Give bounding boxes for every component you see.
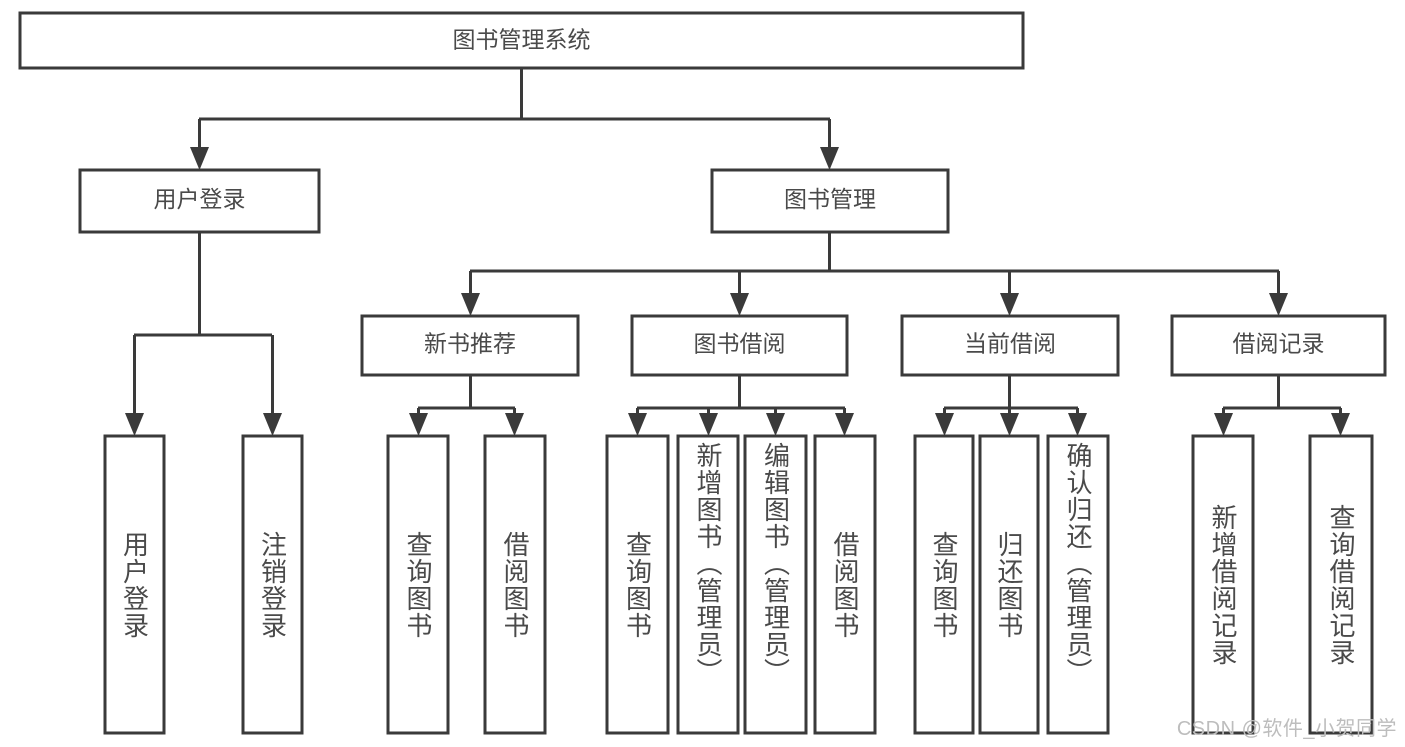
node-current-borrow-box[interactable] [900, 314, 1120, 377]
node-user-login[interactable]: 用户登录 [78, 168, 321, 234]
arrowhead-leaf-edit-book [766, 413, 785, 436]
edge-group-root-to-level2 [190, 68, 839, 170]
leaf-box-add-book[interactable] [676, 434, 740, 735]
arrowhead-leaf-return-book [1000, 413, 1019, 436]
leaf-box-query-book-3[interactable] [913, 434, 975, 735]
leaf-box-query-record[interactable] [1308, 434, 1374, 735]
leaf-box-return-book[interactable] [978, 434, 1040, 735]
arrowhead-root-to-book-mgmt [820, 147, 839, 170]
node-new-book-recommend-box[interactable] [360, 314, 580, 377]
edge-group-book-mgmt-to-level3 [461, 232, 1288, 316]
arrowhead-leaf-query-book-2 [628, 413, 647, 436]
arrowhead-current-borrow [1000, 293, 1019, 316]
node-book-management-box[interactable] [710, 168, 950, 234]
edge-group-user-login-to-leaves [125, 232, 282, 436]
arrowhead-borrow-record [1269, 293, 1288, 316]
leaf-box-add-record[interactable] [1191, 434, 1255, 735]
node-book-management-label: 图书管理 [784, 186, 876, 212]
arrowhead-leaf-add-book [699, 413, 718, 436]
node-book-management[interactable]: 图书管理 [710, 168, 950, 234]
node-root[interactable]: 图书管理系统 [18, 11, 1025, 70]
leaf-box-edit-book[interactable] [743, 434, 808, 735]
node-root-label: 图书管理系统 [453, 27, 591, 53]
node-user-login-box[interactable] [78, 168, 321, 234]
arrowhead-leaf-borrow-book-2 [835, 413, 854, 436]
leaf-box-borrow-book-2[interactable] [813, 434, 877, 735]
edge-group-borrow-record-to-leaves [1214, 375, 1350, 436]
node-borrow-record-box[interactable] [1170, 314, 1387, 377]
node-user-login-label: 用户登录 [154, 186, 246, 212]
arrowhead-book-borrow [730, 293, 749, 316]
edge-group-new-book-rec-to-leaves [409, 375, 524, 436]
arrowhead-leaf-query-book-1 [409, 413, 428, 436]
arrowhead-leaf-user-login [125, 413, 144, 436]
leaf-box-query-book-1[interactable] [386, 434, 450, 735]
leaf-box-user-login[interactable] [103, 434, 166, 735]
node-current-borrow-label: 当前借阅 [964, 331, 1056, 357]
arrowhead-leaf-borrow-book-1 [505, 413, 524, 436]
arrowhead-leaf-query-record [1331, 413, 1350, 436]
node-root-box[interactable] [18, 11, 1025, 70]
node-book-borrow[interactable]: 图书借阅 [630, 314, 849, 377]
edge-group-book-borrow-to-leaves [628, 375, 854, 436]
node-new-book-recommend[interactable]: 新书推荐 [360, 314, 580, 377]
arrowhead-leaf-confirm-return [1068, 413, 1087, 436]
node-new-book-recommend-label: 新书推荐 [424, 331, 516, 357]
node-current-borrow[interactable]: 当前借阅 [900, 314, 1120, 377]
arrowhead-new-book-rec [461, 293, 480, 316]
leaf-box-query-book-2[interactable] [605, 434, 670, 735]
node-book-borrow-label: 图书借阅 [694, 331, 786, 357]
csdn-watermark: CSDN @软件_小贺同学 [1176, 718, 1397, 740]
node-borrow-record-label: 借阅记录 [1233, 331, 1325, 357]
edge-group-current-borrow-to-leaves [935, 375, 1087, 436]
leaf-box-borrow-book-1[interactable] [483, 434, 547, 735]
leaf-box-group [103, 434, 1374, 735]
node-borrow-record[interactable]: 借阅记录 [1170, 314, 1387, 377]
node-book-borrow-box[interactable] [630, 314, 849, 377]
arrowhead-leaf-query-book-3 [935, 413, 954, 436]
arrowhead-root-to-user-login [190, 147, 209, 170]
leaf-box-confirm-return[interactable] [1046, 434, 1110, 735]
arrowhead-leaf-add-record [1214, 413, 1233, 436]
arrowhead-leaf-logout [263, 413, 282, 436]
leaf-box-logout[interactable] [241, 434, 304, 735]
